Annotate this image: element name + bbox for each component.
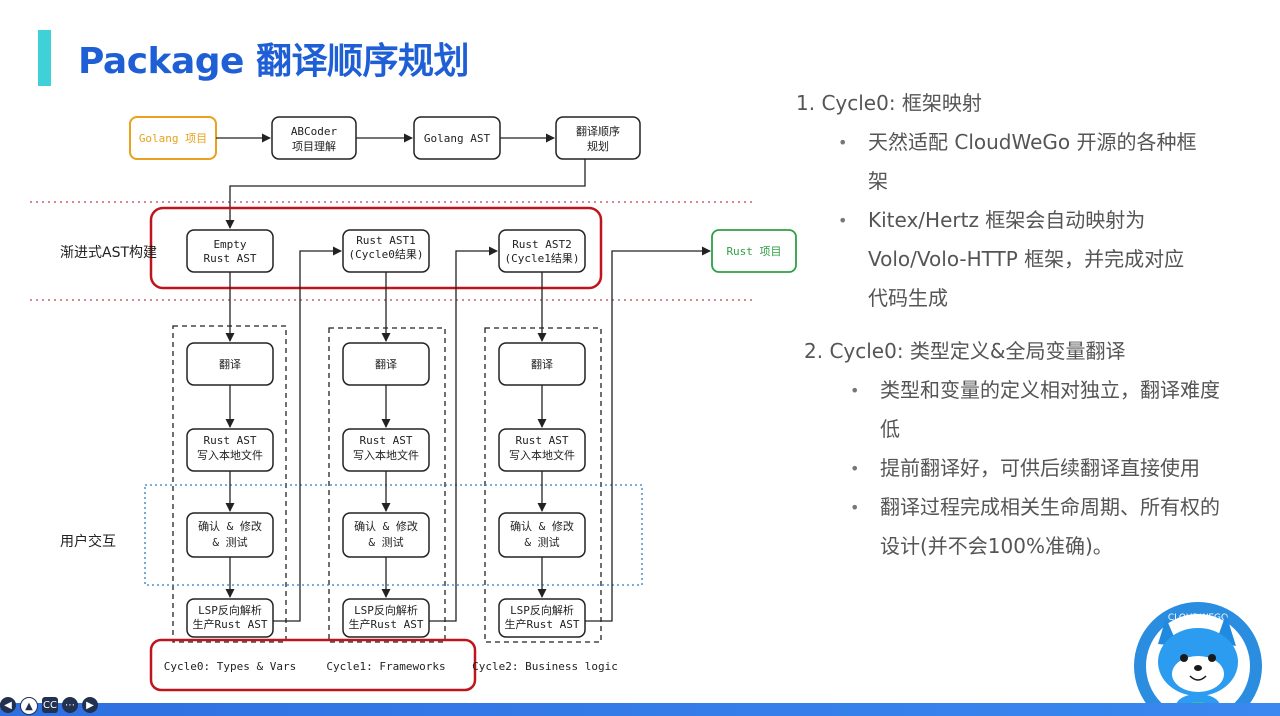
lsp-node-0 [186,598,274,638]
mascot-ring-text: CLOUDWEGO [1168,613,1228,623]
confirm-text-1-0: 确认 & 修改 [198,519,262,533]
abcoder-text-2: 项目理解 [292,139,336,153]
cycle1-label: Cycle1: Frameworks [326,660,445,673]
golang-ast-text: Golang AST [424,132,491,145]
cloudwego-mascot: CLOUDWEGO [1134,602,1262,716]
lsp-node-2 [498,598,586,638]
ast-row-highlight [149,206,603,290]
more-icon[interactable]: ⋯ [62,697,78,713]
plan-node [555,116,641,160]
lsp-text-1-0: LSP反向解析 [198,603,262,617]
lsp-node-1 [342,598,430,638]
abcoder-text-1: ABCoder [291,125,338,138]
arrow-lsp-next-1 [429,246,498,622]
translate-text-1: 翻译 [375,357,397,371]
bottom-progress-bar [0,703,1280,716]
next-icon[interactable]: ▶ [82,697,98,713]
captions-icon[interactable]: CC [42,697,58,713]
notes-section-2-title: 2. Cycle0: 类型定义&全局变量翻译 [804,339,1126,363]
translate-text-2: 翻译 [531,357,553,371]
ast1-text-1: Rust AST1 [356,234,416,247]
ast2-text-2: (Cycle1结果) [505,252,580,265]
confirm-text-2-1: & 测试 [368,536,403,549]
ast2-text-1: Rust AST2 [512,238,572,251]
lsp-text-2-2: 生产Rust AST [505,617,580,631]
cycle-label-highlight [149,638,477,692]
empty-ast-text-2: Rust AST [204,252,257,265]
arrow-lsp-next-2 [585,246,711,622]
write-text-2-2: 写入本地文件 [509,448,575,462]
lsp-text-1-1: LSP反向解析 [354,603,418,617]
lsp-text-2-1: 生产Rust AST [349,617,424,631]
title-accent-bar [38,30,51,86]
confirm-text-1-1: 确认 & 修改 [354,519,418,533]
rust-project-node [711,229,797,273]
player-controls: ◀ ▲ CC ⋯ ▶ [0,697,98,715]
pointer-icon[interactable]: ▲ [20,697,38,715]
confirm-text-2-2: & 测试 [524,536,559,549]
ast2-node [498,229,586,273]
golang-project-text: Golang 项目 [139,132,207,145]
empty-ast-node [186,229,274,273]
arrow-plan-empty [225,159,586,229]
empty-ast-text-1: Empty [213,238,246,251]
lsp-text-2-0: 生产Rust AST [193,617,268,631]
write-text-1-1: Rust AST [360,434,413,447]
translate-text-0: 翻译 [219,357,241,371]
confirm-text-2-0: & 测试 [212,536,247,549]
page-title: Package 翻译顺序规划 [78,41,470,82]
write-text-1-0: Rust AST [204,434,257,447]
notes-item: 提前翻译好，可供后续翻译直接使用 [850,449,1260,488]
prev-icon[interactable]: ◀ [0,697,16,713]
lsp-text-1-2: LSP反向解析 [510,603,574,617]
notes-section-1-title: 1. Cycle0: 框架映射 [796,91,982,115]
write-text-1-2: Rust AST [516,434,569,447]
user-interaction-label: 用户交互 [60,534,116,550]
ast-row-label: 渐进式AST构建 [60,245,158,261]
user-interaction-box [144,484,643,586]
plan-text-2: 规划 [587,139,609,153]
cycle2-label: Cycle2: Business logic [472,660,618,673]
ast1-text-2: (Cycle0结果) [349,248,424,261]
notes-section-2: 2. Cycle0: 类型定义&全局变量翻译 类型和变量的定义相对独立，翻译难度… [804,332,1260,566]
cycle0-label: Cycle0: Types & Vars [164,660,296,673]
rust-project-text: Rust 项目 [726,245,781,258]
write-text-2-0: 写入本地文件 [197,448,263,462]
plan-text-1: 翻译顺序 [576,124,620,138]
write-text-2-1: 写入本地文件 [353,448,419,462]
confirm-text-1-2: 确认 & 修改 [510,519,574,533]
arrow-lsp-next-0 [273,246,342,622]
